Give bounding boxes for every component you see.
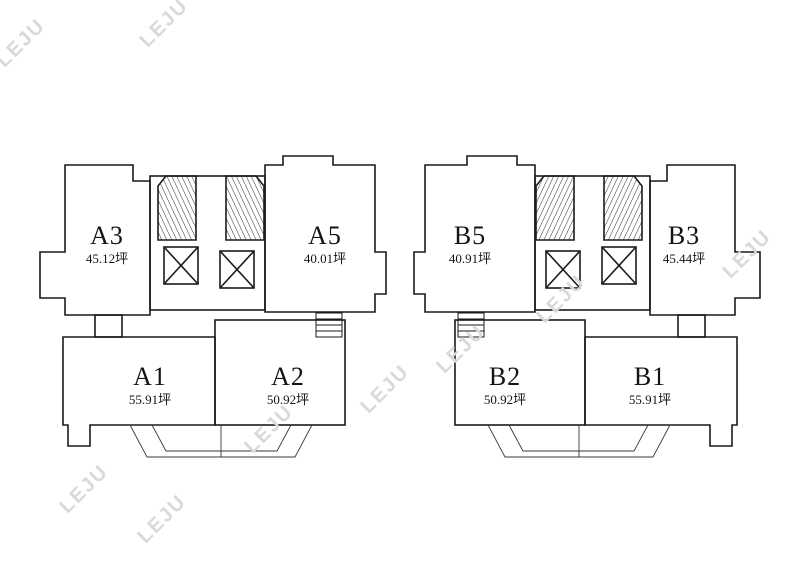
unit-area: 45.44坪 xyxy=(662,251,706,267)
connector-outline xyxy=(94,314,123,338)
unit-area: 40.91坪 xyxy=(448,251,492,267)
room-a5-outline xyxy=(264,155,387,313)
unit-label: A3 xyxy=(90,221,124,250)
unit-a2: A2 50.92坪 xyxy=(267,363,309,408)
unit-label: B3 xyxy=(667,221,701,250)
unit-label: A2 xyxy=(271,362,305,391)
unit-label: B2 xyxy=(488,362,522,391)
block-a-outline xyxy=(39,155,387,458)
unit-label: A1 xyxy=(133,362,167,391)
unit-area: 55.91坪 xyxy=(628,392,672,408)
stair-hatch-left xyxy=(157,175,197,241)
unit-a1: A1 55.91坪 xyxy=(129,363,171,408)
unit-label: A5 xyxy=(308,221,342,250)
stair-hatch-right xyxy=(225,175,265,241)
room-a3-outline xyxy=(39,164,151,316)
elevator-box xyxy=(163,246,199,285)
unit-b1: B1 55.91坪 xyxy=(629,363,671,408)
room-a2-outline xyxy=(214,319,346,426)
unit-label: B1 xyxy=(633,362,667,391)
unit-area: 50.92坪 xyxy=(483,392,527,408)
unit-a5: A5 40.01坪 xyxy=(304,222,346,267)
unit-area: 40.01坪 xyxy=(303,251,347,267)
mini-stair xyxy=(315,312,343,338)
unit-label: B5 xyxy=(453,221,487,250)
unit-b3: B3 45.44坪 xyxy=(663,222,705,267)
unit-area: 55.91坪 xyxy=(128,392,172,408)
balcony-lines xyxy=(129,424,313,458)
block-b-outline xyxy=(413,155,761,458)
unit-area: 45.12坪 xyxy=(85,251,129,267)
unit-a3: A3 45.12坪 xyxy=(86,222,128,267)
unit-b5: B5 40.91坪 xyxy=(449,222,491,267)
elevator-box xyxy=(219,250,255,289)
unit-b2: B2 50.92坪 xyxy=(484,363,526,408)
unit-area: 50.92坪 xyxy=(266,392,310,408)
